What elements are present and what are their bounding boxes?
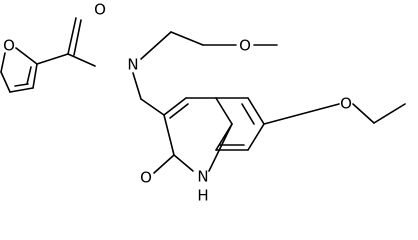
carbonyl-link-bond <box>36 53 69 65</box>
furan-bond-c5-c4-double <box>14 83 29 87</box>
furan-bond-c4-c5 <box>0 71 11 93</box>
quinoline-c3-c4-double <box>169 103 189 119</box>
benzo-c5-c6 <box>247 97 265 125</box>
lactam-oxygen-label: O <box>140 169 152 187</box>
chemical-structure-canvas: O O N O O O N H <box>0 0 406 205</box>
furan-bond-o-c2 <box>15 47 38 65</box>
molecule-drawing: O O N O O O N H <box>0 1 406 205</box>
carbonyl-co-bond-2 <box>73 19 82 56</box>
carbonyl-co-bond-1 <box>67 17 77 55</box>
carbonyl-c-n-bond <box>67 53 96 67</box>
ring-nitrogen-label: N <box>197 168 208 186</box>
amide-nitrogen-label: N <box>127 56 138 74</box>
ethoxy-oxygen-label: O <box>340 95 352 113</box>
quinoline-n1-c2 <box>173 154 194 172</box>
ethoxy-o-ch2 <box>352 103 375 124</box>
n-ch2-bond-2 <box>140 98 165 116</box>
n-ch2-bond-1 <box>132 72 142 100</box>
ethoxy-o-c6 <box>263 103 340 125</box>
quinoline-c3-c4 <box>163 97 187 116</box>
quinoline-c4a-c8a <box>215 97 233 125</box>
ring-nitrogen-hydrogen-label: H <box>197 187 208 205</box>
n-methoxyethyl-bond-2 <box>170 31 204 46</box>
furan-oxygen-label: O <box>3 37 15 55</box>
furan-bond-c2-c3-double <box>26 66 32 85</box>
furan-bond-c5-o <box>0 52 6 73</box>
benzo-c6-c7 <box>247 123 265 151</box>
carbonyl-oxygen-label: O <box>94 1 106 19</box>
quinoline-c8a-n1 <box>208 123 233 172</box>
n-methoxyethyl-bond-1 <box>140 31 172 60</box>
ethoxy-ch2-ch3 <box>373 103 406 124</box>
furan-bond-c2-c3 <box>32 63 38 89</box>
benzo-c8-c8a <box>215 123 233 151</box>
methoxy-oxygen-label: O <box>239 37 251 55</box>
quinoline-c2-c3 <box>163 114 175 156</box>
quinoline-c2-o <box>153 154 175 174</box>
bond-layer <box>0 17 406 174</box>
benzo-c5-c6-double <box>241 103 255 125</box>
furan-bond-c3-c4 <box>9 87 34 93</box>
